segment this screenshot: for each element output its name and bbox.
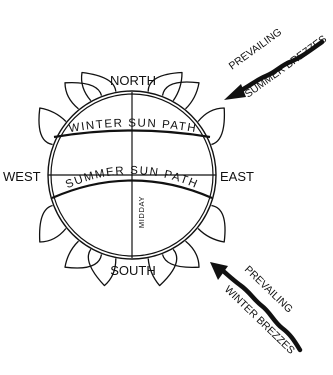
west-label: WEST bbox=[3, 169, 41, 184]
north-label: NORTH bbox=[110, 73, 156, 88]
east-label: EAST bbox=[220, 169, 254, 184]
winter-breeze-label-line2: WINTER BREZZES bbox=[222, 284, 297, 357]
midday-label: MIDDAY bbox=[137, 196, 146, 228]
south-label: SOUTH bbox=[110, 263, 156, 278]
summer-breeze-label-line1: PREVAILING bbox=[227, 26, 284, 72]
